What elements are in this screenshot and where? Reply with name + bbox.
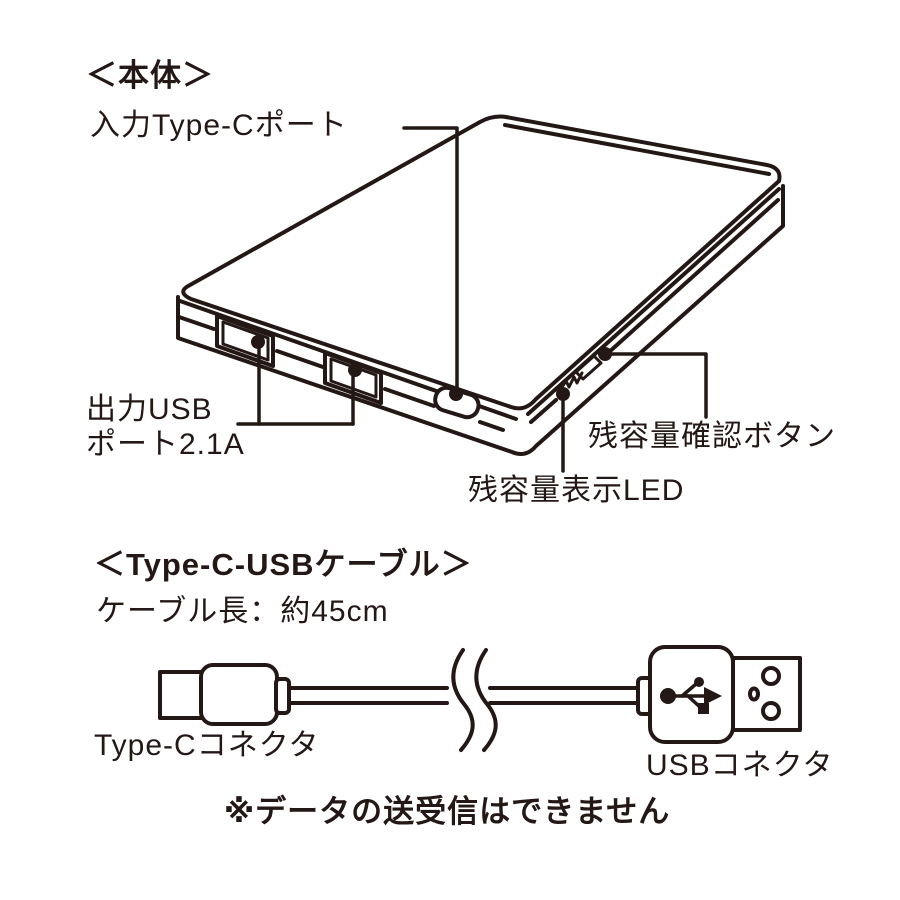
cable-section-title: ＜Type-C-USBケーブル＞ (94, 547, 473, 582)
device-front-midline (478, 420, 505, 432)
device-right-rim (526, 187, 781, 416)
leader-dot-type-c-port (449, 387, 463, 401)
type-c-connector-label: Type-Cコネクタ (94, 729, 320, 762)
cable-wire-left (288, 686, 449, 705)
type-c-connector-drawing (158, 663, 291, 726)
cable-illustration (158, 645, 802, 752)
leader-line-input-port (402, 126, 459, 394)
device-base (176, 184, 785, 456)
leader-dot-led (556, 387, 570, 401)
battery-led-indicator (558, 371, 584, 392)
device-right-midline (529, 398, 558, 424)
device-top-face (181, 114, 782, 411)
usb-connector-label: USBコネクタ (646, 749, 834, 782)
leader-line-check-button (604, 352, 708, 419)
leader-dot-usb-port-1 (251, 335, 265, 349)
cable-break-marks (451, 648, 498, 752)
device-front-midline (177, 315, 216, 331)
usb-trident-icon (660, 677, 722, 714)
output-port-label: 出力USB ポート2.1A (86, 392, 245, 462)
cable-length-label: ケーブル長：約45cm (96, 595, 389, 628)
device-top-rim (503, 123, 771, 176)
data-transfer-note: ※データの送受信はできません (224, 794, 671, 829)
check-button-label: 残容量確認ボタン (588, 420, 836, 453)
usb-port-1 (215, 314, 275, 368)
cable-wire-right (488, 686, 642, 705)
device-front-midline (275, 349, 325, 369)
power-bank-illustration (176, 114, 785, 456)
leader-lines (236, 126, 708, 473)
device-right-midline (606, 198, 780, 355)
main-unit-title: ＜本体＞ (86, 58, 214, 93)
leader-dot-check-button (598, 347, 612, 361)
led-label: 残容量表示LED (468, 474, 685, 507)
input-port-label: 入力Type-Cポート (90, 109, 348, 142)
leader-dot-usb-port-2 (348, 363, 362, 377)
output-port-label-line2: ポート2.1A (86, 428, 245, 461)
device-front-midline (383, 387, 436, 408)
leader-dots (251, 335, 612, 401)
output-port-label-line1: 出力USB (86, 393, 213, 426)
